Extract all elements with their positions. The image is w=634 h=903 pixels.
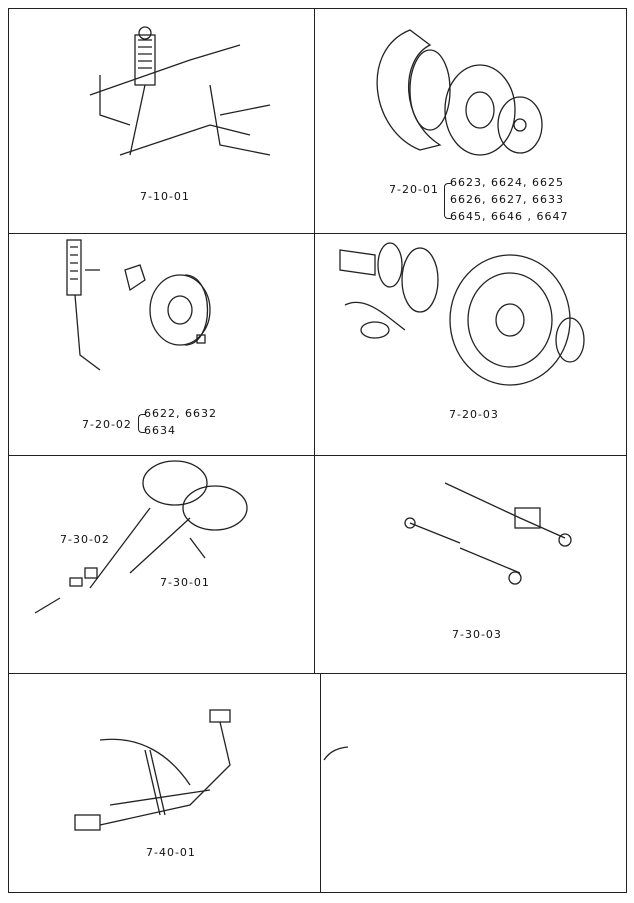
stray-mark — [323, 746, 349, 761]
part-number: 6634 — [144, 424, 176, 437]
column-divider — [314, 8, 315, 673]
part-code: 7-20-03 — [449, 408, 499, 421]
catalog-frame — [8, 8, 627, 893]
part-code: 7-30-02 — [60, 533, 110, 546]
part-code: 7-30-01 — [160, 576, 210, 589]
part-code: 7-10-01 — [140, 190, 190, 203]
bracket — [444, 183, 451, 219]
part-code: 7-20-01 — [389, 183, 439, 196]
steering-wheel-icon — [34, 460, 248, 614]
part-code: 7-20-02 — [82, 418, 132, 431]
bracket — [138, 414, 145, 433]
row-divider — [8, 673, 627, 674]
row-divider — [8, 455, 627, 456]
rear-suspension-icon — [74, 709, 231, 831]
brake-drum-icon — [66, 239, 211, 371]
part-number: 6623, 6624, 6625 — [450, 176, 564, 189]
part-code: 7-30-03 — [452, 628, 502, 641]
part-number: 6622, 6632 — [144, 407, 217, 420]
column-divider — [320, 673, 321, 893]
part-number: 6626, 6627, 6633 — [450, 193, 564, 206]
part-number: 6645, 6646 , 6647 — [450, 210, 569, 223]
part-code: 7-40-01 — [146, 846, 196, 859]
wheel-icon — [339, 242, 585, 386]
brake-disc-icon — [376, 29, 543, 156]
row-divider — [8, 233, 627, 234]
tie-rod-icon — [404, 482, 572, 585]
front-suspension-icon — [89, 26, 271, 156]
